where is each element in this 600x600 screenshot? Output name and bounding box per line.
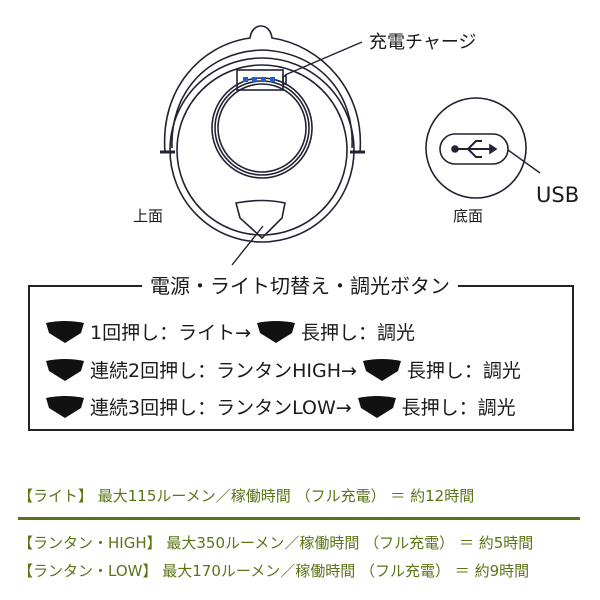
button-icon [46,320,84,343]
button-box-title: 電源・ライト切替え・調光ボタン [0,270,600,299]
button-icon [362,358,401,381]
instruction-row: 連続2回押し：ランタンHIGH→ 長押し：調光 [44,356,521,383]
instruction-text: 長押し：調光 [401,397,516,419]
instruction-text: 長押し：調光 [406,360,521,382]
top-view-label: 上面 [133,207,164,225]
usb-bottom-view [425,97,541,199]
button-icon [357,395,396,418]
instruction-text: 1回押し：ライト→ [90,322,252,344]
button-icon [46,358,84,381]
instruction-text: 長押し：調光 [301,322,416,344]
spec-lantern-low: 【ランタン・LOW】 最大170ルーメン／稼働時間 （フル充電） ＝ 約9時間 [18,562,530,580]
instruction-text: 連続2回押し：ランタンHIGH→ [90,360,357,382]
lantern-top-view [160,25,365,266]
instruction-text: 連続3回押し：ランタンLOW→ [90,397,352,419]
button-icon [46,395,84,418]
spec-light: 【ライト】 最大115ルーメン／稼働時間 （フル充電） ＝ 約12時間 [18,487,475,505]
power-button [235,199,286,240]
charge-label: 充電チャージ [369,32,477,53]
spec-lantern-high: 【ランタン・HIGH】 最大350ルーメン／稼働時間 （フル充電） ＝ 約5時間 [18,534,534,552]
instruction-row: 連続3回押し：ランタンLOW→ 長押し：調光 [44,393,516,420]
divider [18,517,580,520]
button-icon [257,320,296,343]
bottom-view-label: 底面 [453,207,484,225]
usb-label: USB [536,183,580,207]
instruction-row: 1回押し：ライト→ 長押し：調光 [44,318,415,345]
device-diagram [160,25,541,266]
